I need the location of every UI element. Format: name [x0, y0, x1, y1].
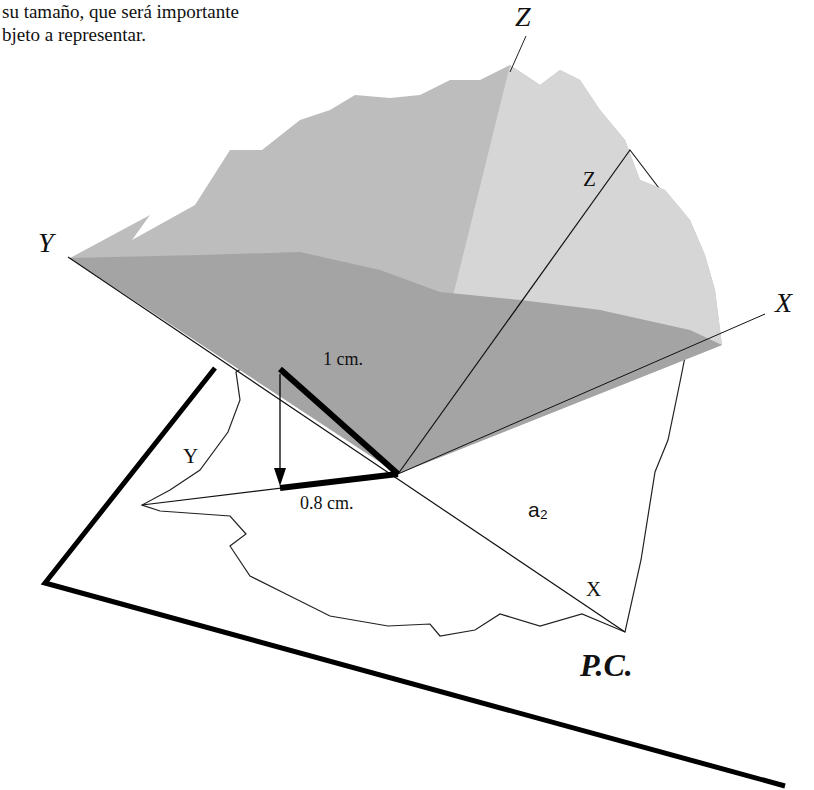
- plane-name: P.C.: [580, 648, 633, 683]
- projected-axis-name: Z: [583, 168, 596, 191]
- reduced-segment: [280, 474, 398, 488]
- dimension: 0.8 cm.: [300, 494, 354, 514]
- projected-axis-name: Y: [183, 445, 198, 468]
- body-text: bjeto a representar.: [2, 25, 146, 46]
- axis-name: Y: [38, 228, 54, 259]
- axis-name: X: [775, 288, 792, 319]
- projection-plane: [45, 368, 785, 786]
- projection-name: a₂: [528, 498, 548, 521]
- terrain-dark-band: [70, 252, 722, 474]
- arrow-head: [274, 468, 286, 486]
- y-projected-axis: [142, 474, 398, 505]
- unit-segment: [280, 369, 398, 474]
- z-axis-line: [510, 36, 526, 72]
- z-projected-axis: [398, 150, 630, 474]
- projection-arrow: [279, 374, 280, 470]
- dimension: 1 cm.: [323, 350, 363, 370]
- terrain-surface: [70, 65, 722, 474]
- x-axis-line: [398, 314, 765, 474]
- projected-axis-name: X: [586, 578, 601, 601]
- body-text: su tamaño, que será importante: [2, 2, 239, 23]
- axis-name: Z: [515, 2, 531, 33]
